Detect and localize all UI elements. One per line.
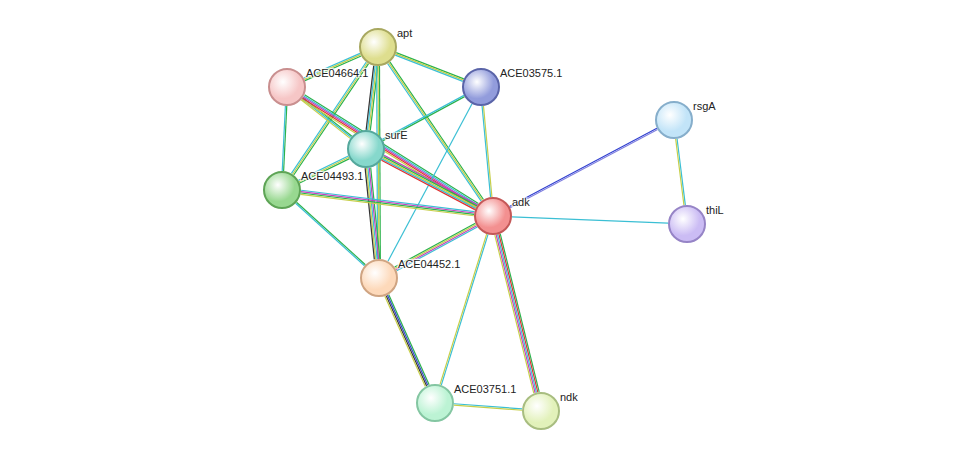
interaction-edge [282, 106, 287, 171]
evidence-line [677, 139, 685, 205]
node-label: ACE04493.1 [301, 170, 363, 182]
evidence-line [282, 106, 285, 171]
evidence-line [496, 235, 535, 393]
node-label: apt [397, 27, 412, 39]
evidence-line [365, 168, 374, 259]
interaction-edge [296, 202, 366, 266]
evidence-line [509, 128, 656, 206]
evidence-line [303, 97, 477, 206]
evidence-line [296, 203, 365, 265]
interaction-edge [302, 95, 479, 209]
interaction-edge [365, 168, 380, 260]
protein-node: ACE04493.1 [263, 171, 301, 209]
evidence-line [301, 192, 474, 213]
evidence-line [301, 194, 474, 215]
evidence-line [454, 405, 522, 410]
protein-node: ACE03575.1 [462, 68, 500, 106]
evidence-line [482, 106, 490, 197]
evidence-line [676, 139, 684, 205]
evidence-line [441, 234, 488, 385]
evidence-line [305, 95, 479, 204]
node-label: ACE04664.1 [306, 67, 368, 79]
evidence-line [500, 234, 539, 392]
protein-node: ACE04664.1 [268, 68, 306, 106]
node-label: ndk [560, 391, 578, 403]
evidence-line [440, 234, 487, 385]
evidence-line [383, 157, 476, 206]
evidence-line [301, 193, 474, 214]
evidence-line [389, 294, 429, 384]
protein-node: surE [347, 130, 385, 168]
protein-node: thiL [668, 205, 706, 243]
evidence-line [396, 54, 464, 80]
evidence-line [383, 97, 465, 141]
node-label: ACE03751.1 [454, 383, 516, 395]
node-label: surE [385, 129, 408, 141]
protein-node: rsgA [655, 101, 693, 139]
evidence-line [510, 130, 657, 208]
interaction-edge [512, 217, 668, 223]
interaction-edge [676, 139, 686, 205]
evidence-line [396, 226, 477, 270]
evidence-line [499, 234, 538, 392]
evidence-line [395, 55, 463, 81]
interaction-edge [495, 234, 539, 393]
evidence-line [512, 217, 668, 223]
protein-node: ACE04452.1 [360, 259, 398, 297]
evidence-line [304, 96, 478, 205]
evidence-line [385, 296, 425, 386]
evidence-line [382, 159, 475, 208]
evidence-line [386, 296, 426, 386]
node-label: thiL [706, 204, 724, 216]
protein-node: ndk [522, 392, 560, 430]
evidence-line [498, 234, 537, 392]
node-label: ACE04452.1 [398, 258, 460, 270]
node-label: adk [512, 196, 530, 208]
protein-node: apt [359, 28, 397, 66]
node-label: ACE03575.1 [500, 67, 562, 79]
interaction-edge [385, 294, 429, 386]
evidence-line [297, 202, 366, 264]
interaction-edge [509, 128, 657, 207]
evidence-line [396, 53, 464, 79]
interaction-edge [301, 190, 475, 216]
evidence-line [368, 66, 376, 130]
interaction-edge [395, 223, 478, 271]
protein-node: ACE03751.1 [416, 384, 454, 422]
interaction-edge [382, 95, 464, 140]
protein-node: adk [474, 197, 512, 235]
evidence-line [483, 106, 491, 197]
evidence-line [495, 235, 534, 393]
evidence-line [387, 295, 427, 385]
evidence-line [367, 168, 376, 259]
evidence-line [383, 158, 476, 207]
interaction-edge [395, 53, 464, 82]
interaction-edge [482, 106, 492, 197]
evidence-line [384, 155, 477, 204]
interaction-edge [440, 234, 488, 385]
node-label: rsgA [693, 100, 716, 112]
evidence-line [301, 190, 474, 211]
evidence-line [397, 227, 478, 271]
interaction-edge [454, 404, 522, 411]
